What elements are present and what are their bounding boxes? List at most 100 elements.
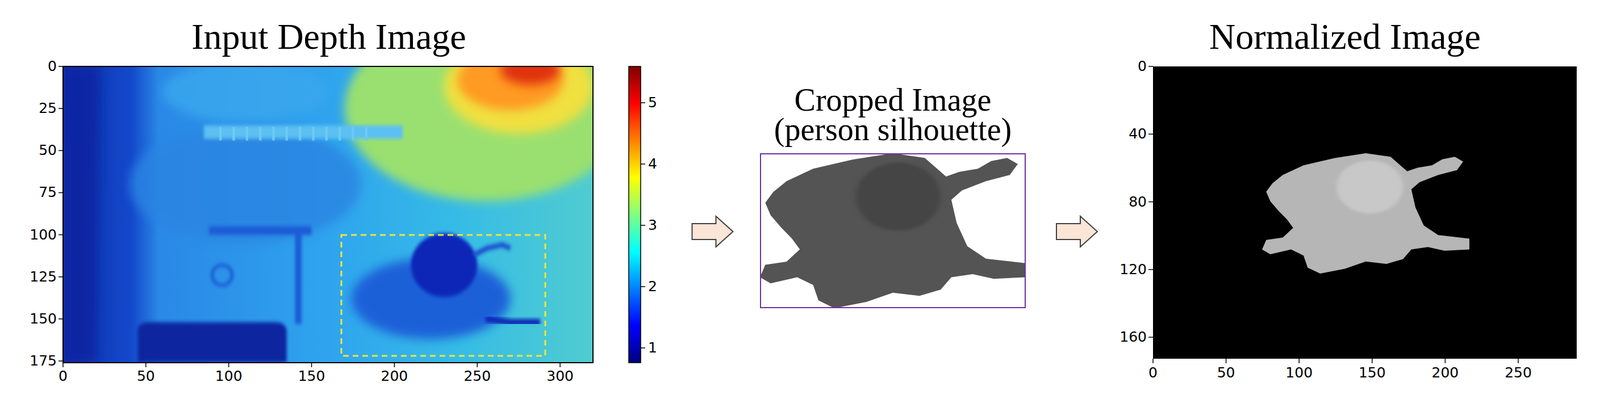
tick-label: 100 (172, 368, 286, 386)
tick-label: 4 (648, 155, 762, 173)
tick-mark (58, 276, 64, 278)
tick-mark (1148, 201, 1153, 203)
tick-mark (58, 65, 64, 68)
tick-slot: 150 (0, 310, 57, 328)
tick-mark (58, 234, 64, 236)
tick-label: 100 (0, 226, 57, 244)
tick-label: 150 (0, 310, 57, 328)
block-arrow (1056, 216, 1098, 248)
tick-label: 175 (0, 352, 57, 370)
tick-marks (58, 66, 1519, 368)
tick-mark (1152, 358, 1154, 364)
tick-slot: 200 (1388, 364, 1502, 382)
tick-label: 75 (0, 184, 57, 202)
tick-mark (1148, 134, 1153, 136)
tick-slot: 125 (0, 268, 57, 286)
tick-slot: 100 (0, 226, 57, 244)
tick-mark (62, 362, 64, 368)
tick-label: 160 (1033, 328, 1147, 346)
tick-mark (640, 224, 646, 227)
tick-label: 1 (648, 339, 762, 357)
tick-mark (477, 362, 479, 368)
tick-mark (1225, 358, 1227, 364)
tick-slot: 250 (420, 368, 534, 386)
tick-slot: 0 (6, 368, 120, 386)
tick-slot: 1 (648, 339, 762, 357)
tick-slot: 150 (1315, 364, 1430, 382)
tick-slot: 50 (0, 141, 57, 160)
tick-mark (311, 362, 313, 368)
tick-mark (58, 107, 64, 110)
crop-box (341, 235, 546, 357)
tick-label: 150 (255, 368, 369, 386)
colorbar (628, 66, 641, 363)
tick-label: 80 (1033, 193, 1147, 211)
tick-mark (559, 362, 561, 368)
tick-label: 25 (0, 99, 57, 118)
tick-slot: 160 (1033, 328, 1147, 346)
tick-mark (1298, 358, 1300, 364)
tick-mark (1148, 269, 1153, 271)
image-frame (759, 153, 1026, 309)
tick-mark (58, 360, 64, 362)
panel-title: Cropped Image (person silhouette) (746, 85, 1040, 145)
tick-slot: 50 (1169, 364, 1284, 382)
tick-label: 200 (337, 368, 451, 386)
tick-label: 125 (0, 268, 57, 286)
depth-image (63, 15, 627, 363)
tick-slot: 3 (648, 216, 762, 235)
tick-slot: 120 (1033, 261, 1147, 279)
block-arrow (692, 216, 734, 248)
tick-mark (394, 362, 396, 368)
tick-label: 100 (1242, 364, 1356, 382)
panel: Input Depth Image (34, 15, 679, 414)
tick-label: 150 (1315, 364, 1430, 382)
tick-mark (640, 102, 646, 104)
tick-mark (1444, 358, 1447, 364)
panel: Normalized Image (1114, 15, 1586, 414)
tick-label: 300 (503, 368, 617, 386)
tick-label: 250 (1461, 364, 1576, 382)
tick-slot: 150 (255, 368, 369, 386)
tick-label: 120 (1033, 261, 1147, 279)
tick-label: 5 (648, 94, 762, 112)
tick-slot: 0 (1033, 57, 1147, 75)
tick-slot: 300 (503, 368, 617, 386)
tick-mark (1148, 336, 1153, 338)
tick-slot: 50 (89, 368, 203, 386)
panel: Cropped Image (person silhouette) (746, 85, 1040, 309)
tick-label: 2 (648, 278, 762, 296)
tick-slot: 100 (172, 368, 286, 386)
tick-label: 40 (1033, 125, 1147, 143)
tick-slot: 100 (1242, 364, 1356, 382)
tick-slot: 25 (0, 99, 57, 118)
tick-mark (1517, 358, 1519, 364)
normalized-background (1152, 66, 1577, 359)
tick-slot: 0 (0, 57, 57, 75)
tick-label: 0 (0, 57, 57, 75)
tick-mark (1148, 65, 1153, 68)
tick-slot: 2 (648, 278, 762, 296)
tick-slot: 4 (648, 155, 762, 173)
tick-slot: 75 (0, 184, 57, 202)
tick-mark (640, 163, 646, 165)
tick-slot: 175 (0, 352, 57, 370)
tick-mark (640, 347, 646, 349)
tick-slot: 200 (337, 368, 451, 386)
plot-frame (63, 66, 593, 363)
tick-label: 250 (420, 368, 534, 386)
tick-label: 0 (6, 368, 120, 386)
tick-slot: 5 (648, 94, 762, 112)
tick-label: 3 (648, 216, 762, 235)
tick-label: 0 (1033, 57, 1147, 75)
tick-mark (145, 362, 147, 368)
tick-label: 200 (1388, 364, 1502, 382)
tick-slot: 0 (1096, 364, 1210, 382)
tick-label: 50 (89, 368, 203, 386)
panel-title: Normalized Image (1117, 15, 1573, 58)
panel-title: Input Depth Image (63, 15, 595, 58)
tick-mark (228, 362, 230, 368)
